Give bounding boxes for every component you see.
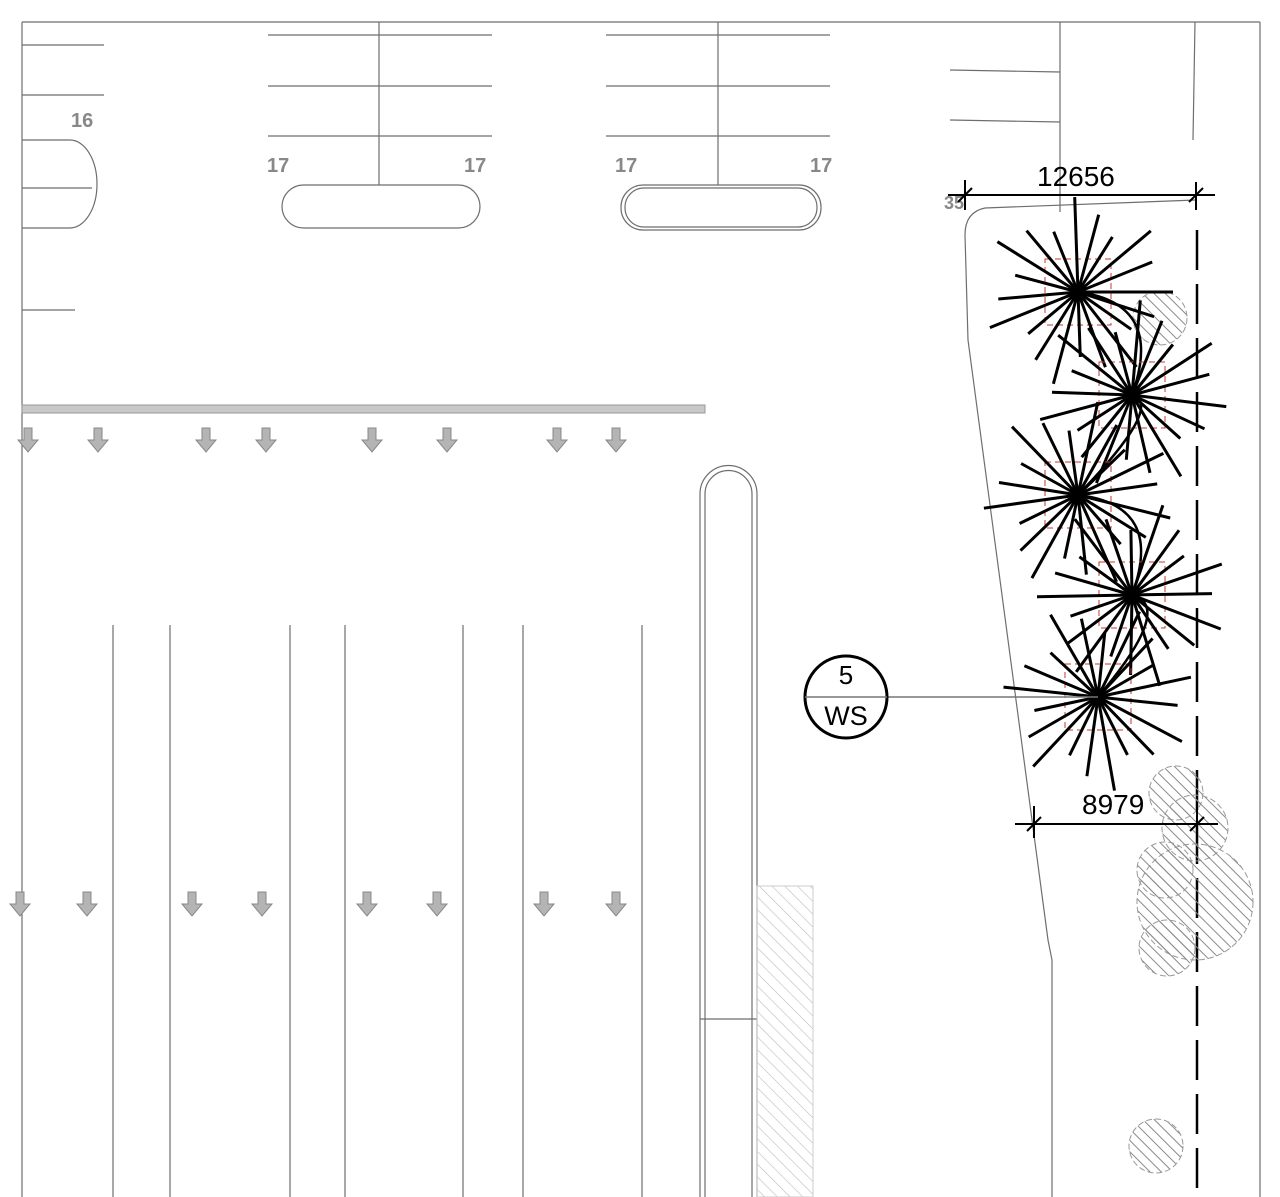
frame-border — [21, 21, 1261, 1197]
tag-code: WS — [824, 701, 868, 731]
arrow-down-icon — [425, 891, 449, 917]
parking-stalls-top — [22, 21, 1196, 311]
palm-tree — [1003, 610, 1192, 791]
arrow-down-icon — [435, 427, 459, 453]
palm-trees — [983, 197, 1227, 791]
arrow-down-icon — [8, 891, 32, 917]
arrow-down-icon — [194, 427, 218, 453]
shrubs — [1128, 290, 1254, 1174]
arrow-down-icon — [604, 891, 628, 917]
dimension-label-top: 12656 — [1037, 161, 1115, 192]
flow-arrows — [8, 427, 628, 917]
dimension-top: 12656 — [948, 161, 1215, 210]
space-label: 16 — [71, 110, 93, 132]
arrow-down-icon — [604, 427, 628, 453]
arrow-down-icon — [532, 891, 556, 917]
plant-tag: 5 WS — [803, 654, 1098, 740]
arrow-down-icon — [360, 427, 384, 453]
island-median — [699, 464, 814, 1197]
canopy-bar — [21, 404, 706, 414]
space-label: 17 — [615, 155, 637, 177]
tag-number: 5 — [839, 660, 853, 690]
arrow-down-icon — [180, 891, 204, 917]
space-label: 17 — [267, 155, 289, 177]
arrow-down-icon — [16, 427, 40, 453]
dimension-label-bottom: 8979 — [1082, 789, 1144, 820]
space-label: 17 — [464, 155, 486, 177]
arrow-down-icon — [75, 891, 99, 917]
space-label: 35 — [944, 193, 964, 213]
arrow-down-icon — [355, 891, 379, 917]
hatched-area — [756, 885, 814, 1197]
palm-tree — [1036, 504, 1223, 698]
arrow-down-icon — [86, 427, 110, 453]
palm-tree — [989, 197, 1173, 396]
arrow-down-icon — [254, 427, 278, 453]
space-label: 17 — [810, 155, 832, 177]
arrow-down-icon — [250, 891, 274, 917]
parking-stalls-bottom — [112, 625, 643, 1197]
arrow-down-icon — [545, 427, 569, 453]
dimension-bottom: 8979 — [1015, 789, 1218, 838]
planter-bed — [964, 199, 1199, 1197]
